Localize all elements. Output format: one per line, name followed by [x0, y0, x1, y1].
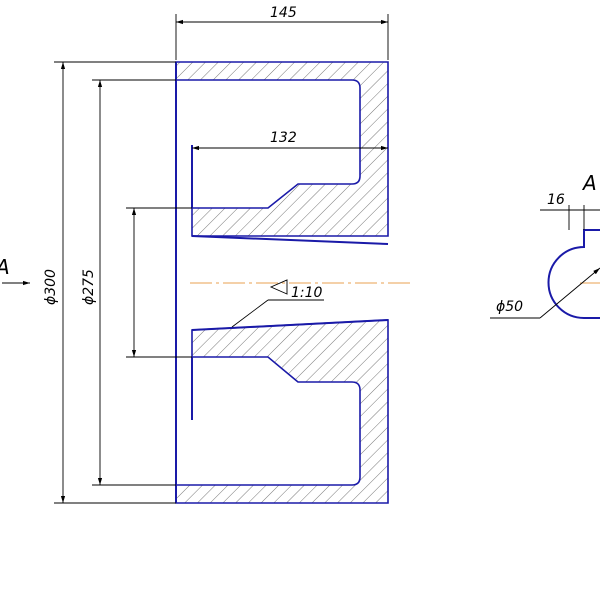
bore-line-top [191, 235, 389, 245]
dim-16-label: 16 [547, 192, 565, 208]
hatched-section-bottom [175, 319, 389, 504]
taper-symbol [269, 279, 288, 295]
taper-label: 1:10 [291, 285, 323, 301]
dim-275-label: ϕ275 [81, 269, 97, 305]
shaft-section [547, 229, 600, 319]
view-label-right: A [581, 171, 597, 195]
bore-line-bottom [191, 319, 389, 331]
dim-132-label: 132 [270, 130, 297, 146]
dim-300-label: ϕ300 [43, 269, 59, 305]
view-label-left: A [0, 255, 10, 279]
taper-leader [231, 299, 269, 328]
hatched-section-top [175, 61, 389, 237]
dim-50-label: ϕ50 [496, 299, 523, 315]
dim-145-label: 145 [270, 5, 297, 21]
